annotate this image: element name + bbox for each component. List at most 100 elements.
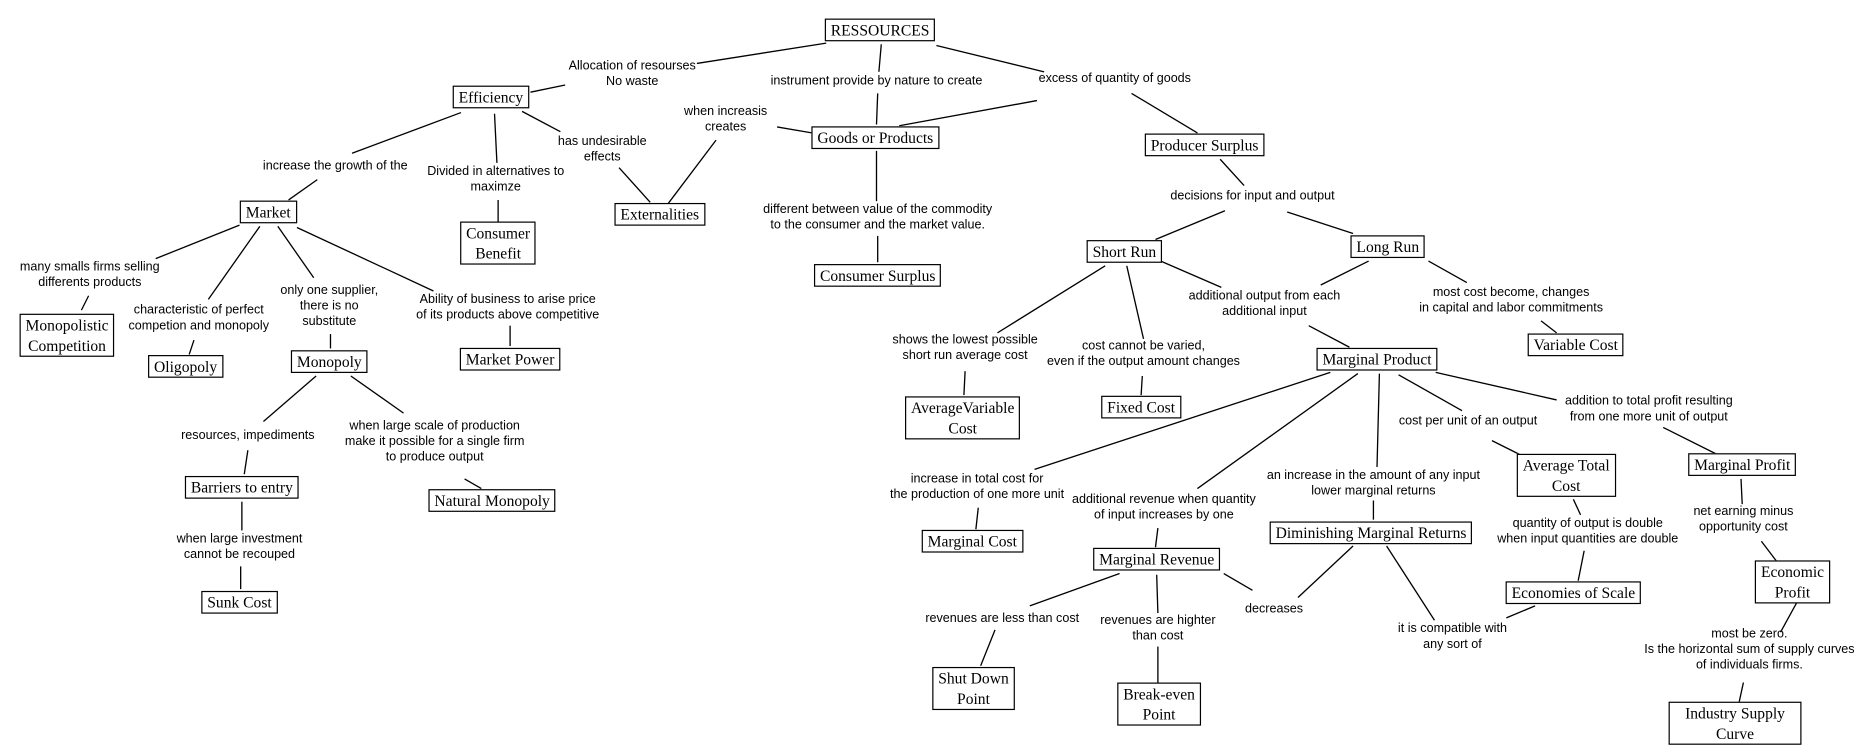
connector-line bbox=[878, 44, 882, 72]
link-label: additional output from each additional i… bbox=[1188, 288, 1341, 319]
link-label: excess of quantity of goods bbox=[1038, 71, 1191, 86]
link-label: most cost become, changes in capital and… bbox=[1419, 284, 1604, 315]
link-label: revenues are highter than cost bbox=[1100, 613, 1216, 644]
connector-line bbox=[350, 375, 404, 414]
connector-line bbox=[188, 339, 195, 355]
connector-line bbox=[1034, 371, 1331, 471]
link-label: addition to total profit resulting from … bbox=[1564, 393, 1733, 424]
connector-line bbox=[1297, 545, 1354, 598]
concept-node-short-run[interactable]: Short Run bbox=[1086, 240, 1163, 263]
link-label: Ability of business to arise price of it… bbox=[416, 292, 600, 323]
link-label: decisions for input and output bbox=[1170, 188, 1335, 203]
concept-node-barriers-to-entry[interactable]: Barriers to entry bbox=[184, 475, 299, 499]
link-label: Divided in alternatives to maximze bbox=[427, 164, 565, 194]
concept-node-average-variable-cost[interactable]: AverageVariable Cost bbox=[905, 396, 1021, 440]
connector-line bbox=[975, 507, 979, 530]
connector-line bbox=[493, 113, 498, 163]
connector-line bbox=[1154, 527, 1159, 548]
concept-node-externalities[interactable]: Externalities bbox=[614, 202, 706, 226]
link-label: increase in total cost for the productio… bbox=[890, 471, 1065, 502]
concept-node-goods-or-products[interactable]: Goods or Products bbox=[811, 126, 940, 150]
link-label: only one supplier, there is no substitut… bbox=[280, 283, 379, 329]
connector-line bbox=[667, 139, 717, 204]
concept-node-monopolistic-competition[interactable]: Monopolistic Competition bbox=[19, 313, 115, 357]
link-label: increase the growth of the bbox=[262, 158, 408, 174]
connector-line bbox=[1157, 259, 1222, 288]
concept-node-marginal-revenue[interactable]: Marginal Revenue bbox=[1093, 547, 1221, 571]
concept-node-market-power[interactable]: Market Power bbox=[459, 347, 561, 371]
connector-line bbox=[243, 450, 249, 475]
link-label: when large investment cannot be recouped bbox=[176, 531, 303, 562]
connector-line bbox=[1223, 572, 1253, 591]
connector-line bbox=[936, 44, 1045, 73]
concept-node-monopoly[interactable]: Monopoly bbox=[290, 350, 368, 373]
link-label: shows the lowest possible short run aver… bbox=[892, 332, 1038, 363]
connector-line bbox=[1131, 92, 1198, 134]
concept-node-natural-monopoly[interactable]: Natural Monopoly bbox=[428, 489, 556, 512]
concept-node-oligopoly[interactable]: Oligopoly bbox=[148, 355, 224, 378]
connector-line bbox=[1577, 550, 1585, 581]
connector-line bbox=[1320, 260, 1369, 286]
link-label: an increase in the amount of any input l… bbox=[1266, 468, 1481, 499]
link-label: many smalls firms selling differents pro… bbox=[19, 259, 160, 290]
concept-node-market[interactable]: Market bbox=[239, 200, 297, 224]
connector-line bbox=[288, 179, 318, 201]
connector-line bbox=[1572, 499, 1582, 516]
connector-line bbox=[1197, 373, 1359, 490]
connector-line bbox=[777, 126, 812, 134]
concept-node-diminishing-marginal-returns[interactable]: Diminishing Marginal Returns bbox=[1269, 521, 1473, 545]
concept-node-ressources[interactable]: RESSOURCES bbox=[824, 18, 936, 42]
concept-node-long-run[interactable]: Long Run bbox=[1350, 235, 1426, 259]
concept-node-consumer-surplus[interactable]: Consumer Surplus bbox=[813, 264, 942, 287]
connector-line bbox=[963, 371, 966, 396]
connector-line bbox=[1428, 260, 1468, 284]
concept-node-economies-of-scale[interactable]: Economies of Scale bbox=[1505, 581, 1642, 605]
connector-line bbox=[1491, 440, 1521, 456]
concept-node-producer-surplus[interactable]: Producer Surplus bbox=[1144, 133, 1265, 157]
connector-line bbox=[997, 265, 1106, 334]
concept-node-break-even-point[interactable]: Break-even Point bbox=[1117, 682, 1201, 726]
concept-node-industry-supply-curve[interactable]: Industry Supply Curve bbox=[1668, 701, 1802, 745]
connector-line bbox=[980, 629, 996, 666]
concept-node-marginal-product[interactable]: Marginal Product bbox=[1316, 347, 1438, 371]
connector-line bbox=[262, 375, 317, 422]
concept-node-shut-down-point[interactable]: Shut Down Point bbox=[932, 666, 1015, 711]
connector-line bbox=[899, 99, 1038, 127]
concept-node-marginal-profit[interactable]: Marginal Profit bbox=[1688, 453, 1797, 476]
connector-line bbox=[464, 478, 482, 490]
concept-node-sunk-cost[interactable]: Sunk Cost bbox=[201, 590, 278, 614]
link-label: characteristic of perfect competion and … bbox=[128, 302, 270, 333]
link-label: revenues are less than cost bbox=[925, 611, 1080, 626]
concept-node-efficiency[interactable]: Efficiency bbox=[452, 85, 530, 109]
connector-line bbox=[1156, 574, 1159, 614]
link-label: instrument provide by nature to create bbox=[770, 73, 983, 89]
link-label: has undesirable effects bbox=[557, 134, 647, 165]
concept-node-consumer-benefit[interactable]: Consumer Benefit bbox=[460, 221, 537, 265]
connector-line bbox=[696, 42, 827, 65]
concept-node-fixed-cost[interactable]: Fixed Cost bbox=[1101, 395, 1182, 419]
concept-node-marginal-cost[interactable]: Marginal Cost bbox=[921, 529, 1023, 553]
concept-node-average-total-cost[interactable]: Average Total Cost bbox=[1516, 453, 1616, 497]
connector-line bbox=[618, 167, 651, 203]
connector-line bbox=[1740, 478, 1743, 505]
link-label: additional revenue when quantity of inpu… bbox=[1071, 492, 1256, 523]
connector-line bbox=[1435, 371, 1557, 401]
connector-line bbox=[1126, 265, 1145, 340]
connector-line bbox=[1540, 320, 1558, 334]
connector-line bbox=[1386, 545, 1436, 621]
link-label: resources, impediments bbox=[181, 428, 315, 443]
connector-line bbox=[1155, 210, 1226, 241]
connector-line bbox=[277, 225, 315, 279]
concept-node-variable-cost[interactable]: Variable Cost bbox=[1527, 333, 1624, 357]
connector-line bbox=[1219, 158, 1245, 187]
connector-line bbox=[530, 84, 566, 93]
connector-line bbox=[1308, 325, 1350, 348]
connector-line bbox=[351, 111, 462, 154]
link-label: quantity of output is double when input … bbox=[1497, 516, 1679, 547]
link-label: when large scale of production make it p… bbox=[344, 418, 525, 464]
concept-node-economic-profit[interactable]: Economic Profit bbox=[1754, 560, 1831, 604]
connector-line bbox=[207, 225, 261, 300]
link-label: net earning minus opportunity cost bbox=[1693, 504, 1794, 535]
